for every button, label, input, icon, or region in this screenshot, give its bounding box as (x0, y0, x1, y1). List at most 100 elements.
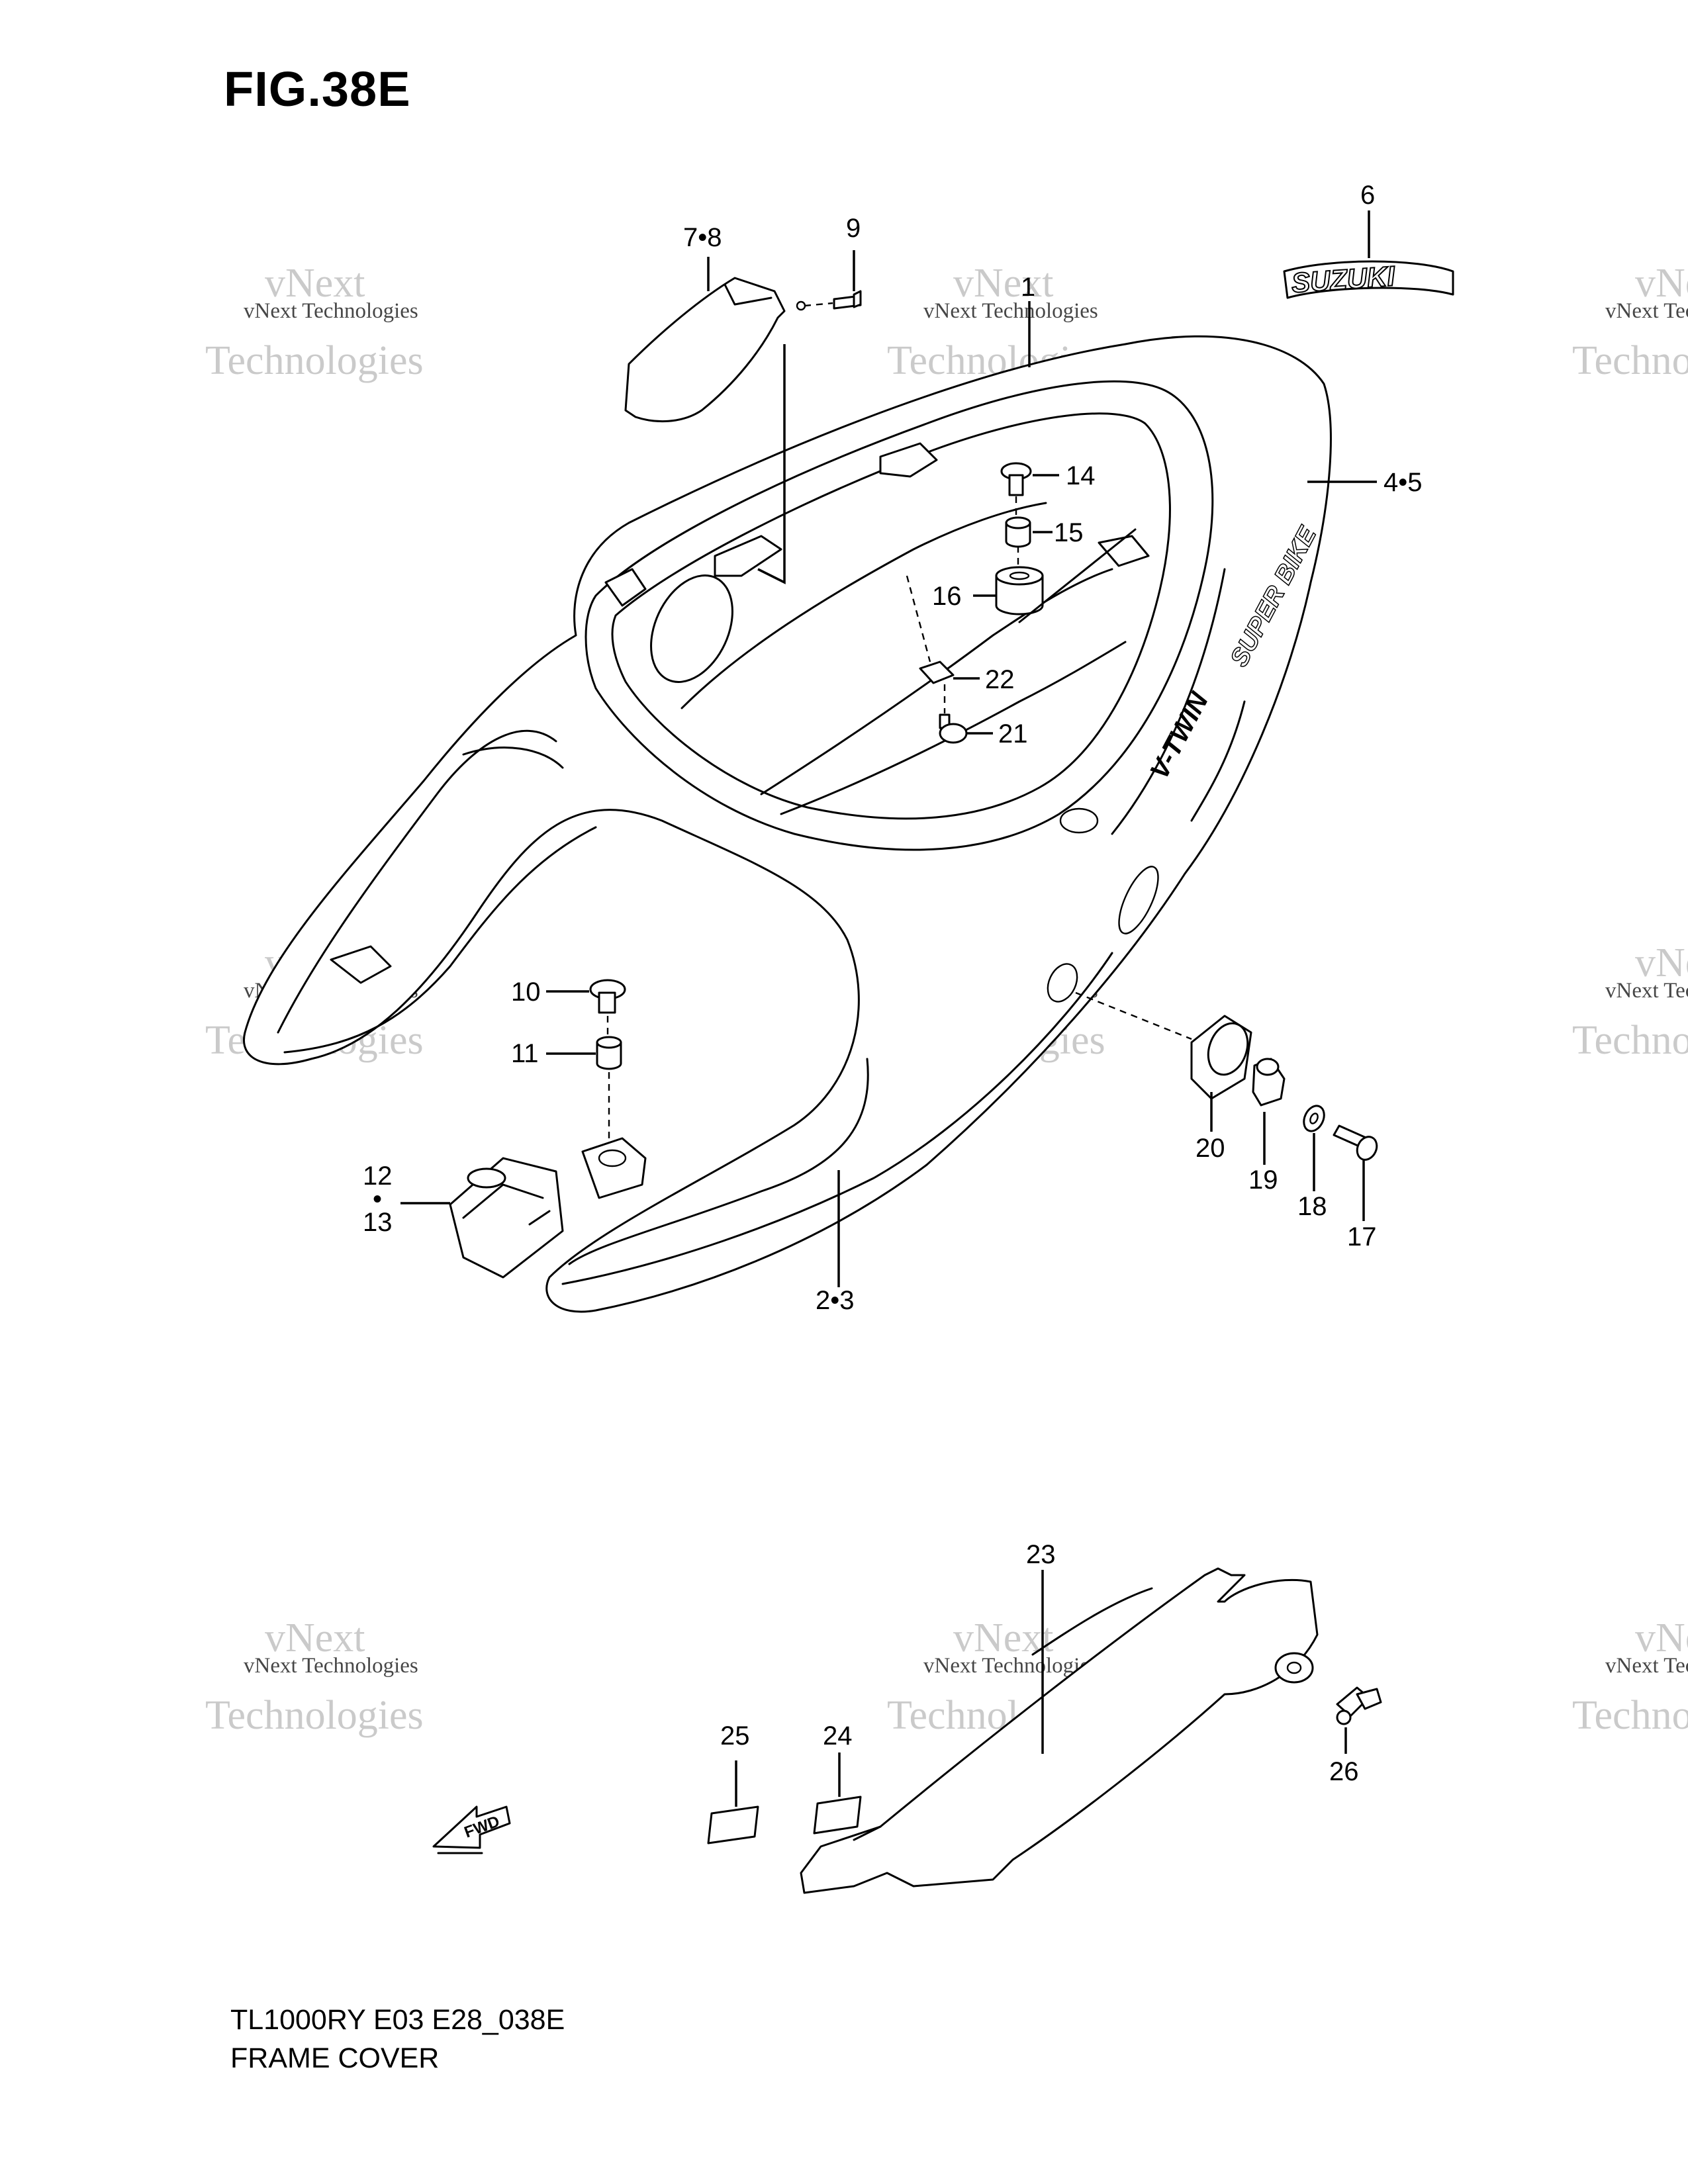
part-19-collar (1252, 1058, 1286, 1107)
callout-7-8: 7•8 (683, 223, 722, 252)
side-rail-left-inner (283, 826, 597, 1054)
svg-text:vNext: vNext (1635, 261, 1688, 306)
part-15-collar (1005, 516, 1031, 548)
side-rail-left-edge (277, 729, 557, 1034)
part-22-nut (919, 660, 955, 684)
emblem-brand-text: SUZUKI (1290, 260, 1397, 298)
part-7-8-bracket (624, 277, 806, 422)
side-rail-left-upper (462, 747, 564, 769)
callout-4-5: 4•5 (1383, 468, 1423, 497)
lower-arm-bottom-edge (561, 952, 1113, 1285)
svg-text:vNext Technologies: vNext Technologies (244, 299, 418, 323)
callout-labels: 1 2•3 4•5 6 7•8 9 10 11 12 • 13 14 15 16… (363, 181, 1423, 1786)
tail-side-slot (1118, 866, 1159, 934)
fastener-axis-10-11 (606, 1016, 610, 1144)
callout-26: 26 (1329, 1757, 1359, 1786)
front-mount-tab-right (1098, 535, 1150, 567)
part-14-screw (1000, 462, 1032, 496)
callout-12-13-dot: • (373, 1185, 382, 1214)
watermark-mid-right: vNext Technologies vNext Technologies (1572, 940, 1688, 1063)
model-code: TL1000RY E03 E28_038E (230, 2004, 565, 2036)
lower-mount-tab-hole (598, 1149, 627, 1167)
callout-11: 11 (511, 1039, 539, 1068)
leader-lines (400, 210, 1377, 1807)
callout-13: 13 (363, 1208, 393, 1237)
svg-text:vNext Technologies: vNext Technologies (923, 1654, 1098, 1678)
inner-floor-edge-right (760, 568, 1113, 796)
callout-9: 9 (846, 214, 861, 243)
part-11-collar (596, 1036, 622, 1070)
part-23-under-cover (800, 1567, 1319, 1894)
front-mount-tab-left (604, 568, 647, 607)
watermark-top-right: vNext Technologies vNext Technologies (1572, 261, 1688, 383)
callout-6: 6 (1360, 181, 1375, 210)
frame-cover-tail-assembly: V-TWIN SUPER BIKE (243, 335, 1332, 1313)
callout-18: 18 (1297, 1192, 1327, 1221)
watermark-top-left: vNext Technologies vNext Technologies (205, 261, 424, 383)
part-26-clip (1336, 1686, 1382, 1725)
svg-text:vNext Technologies: vNext Technologies (923, 299, 1098, 323)
fastener-axis-22 (906, 575, 931, 662)
part-9-screw (804, 290, 862, 310)
lower-arm-inner-edge (568, 1058, 869, 1265)
part-18-washer (1303, 1105, 1325, 1132)
callout-19: 19 (1248, 1165, 1278, 1195)
svg-text:Technologies: Technologies (1572, 338, 1688, 383)
inner-wing-bracket (714, 535, 782, 577)
svg-text:vNext: vNext (953, 1615, 1054, 1661)
rear-tab-left (330, 945, 392, 984)
callout-15: 15 (1054, 518, 1084, 547)
svg-text:vNext: vNext (265, 261, 365, 306)
fastener-axis-17-20 (1075, 991, 1192, 1040)
callout-24: 24 (823, 1721, 853, 1751)
callout-12: 12 (363, 1161, 393, 1191)
part-21-bolt (939, 713, 968, 744)
svg-text:vNext Technologies: vNext Technologies (244, 1654, 418, 1678)
callout-17: 17 (1347, 1222, 1377, 1251)
callout-25: 25 (720, 1721, 750, 1751)
svg-text:vNext: vNext (1635, 940, 1688, 985)
svg-text:vNext Technologies: vNext Technologies (1605, 979, 1688, 1003)
svg-text:vNext: vNext (265, 1615, 365, 1661)
callout-23: 23 (1026, 1540, 1056, 1569)
part-20-grommet (1190, 1015, 1252, 1100)
callout-22: 22 (985, 665, 1015, 694)
callout-21: 21 (998, 719, 1028, 749)
part-24-pad (813, 1796, 862, 1835)
callout-10: 10 (511, 978, 541, 1007)
callout-16: 16 (932, 582, 962, 611)
svg-text:Technologies: Technologies (205, 338, 424, 383)
callout-2-3: 2•3 (816, 1286, 855, 1315)
part-25-pad (707, 1805, 759, 1844)
inner-floor-edge-lower (780, 641, 1127, 815)
part-12-13-bracket (449, 1157, 564, 1279)
watermark-low-left: vNext Technologies vNext Technologies (205, 1615, 424, 1738)
svg-text:Technologies: Technologies (205, 1693, 424, 1738)
side-grommet-hole (1047, 963, 1078, 1003)
watermark-low-right: vNext Technologies vNext Technologies (1572, 1615, 1688, 1738)
side-flank-line-1 (1111, 568, 1226, 835)
long-pointer-line-16 (1018, 528, 1137, 623)
svg-text:vNext Technologies: vNext Technologies (1605, 299, 1688, 323)
part-16-grommet (995, 566, 1044, 615)
fastener-axis-14-22 (1015, 496, 1019, 568)
part-6-suzuki-emblem: SUZUKI (1283, 259, 1454, 299)
svg-text:Technologies: Technologies (1572, 1693, 1688, 1738)
part-17-screw (1333, 1124, 1378, 1161)
figure-title: FIG.38E (224, 62, 411, 116)
callout-1: 1 (1021, 273, 1035, 302)
front-mount-tab-center (879, 442, 938, 478)
seat-opening-rim (585, 380, 1214, 851)
inner-wall-hole (650, 574, 733, 683)
svg-text:vNext Technologies: vNext Technologies (1605, 1654, 1688, 1678)
callout-20: 20 (1196, 1134, 1225, 1163)
svg-text:vNext: vNext (1635, 1615, 1688, 1661)
section-name: FRAME COVER (230, 2042, 440, 2074)
part-10-screw (589, 979, 626, 1014)
callout-14: 14 (1066, 461, 1096, 490)
svg-text:Technologies: Technologies (1572, 1018, 1688, 1063)
inner-floor-edge-left (680, 502, 1047, 709)
svg-text:vNext: vNext (953, 261, 1054, 306)
fwd-direction-arrow: FWD (432, 1805, 511, 1854)
